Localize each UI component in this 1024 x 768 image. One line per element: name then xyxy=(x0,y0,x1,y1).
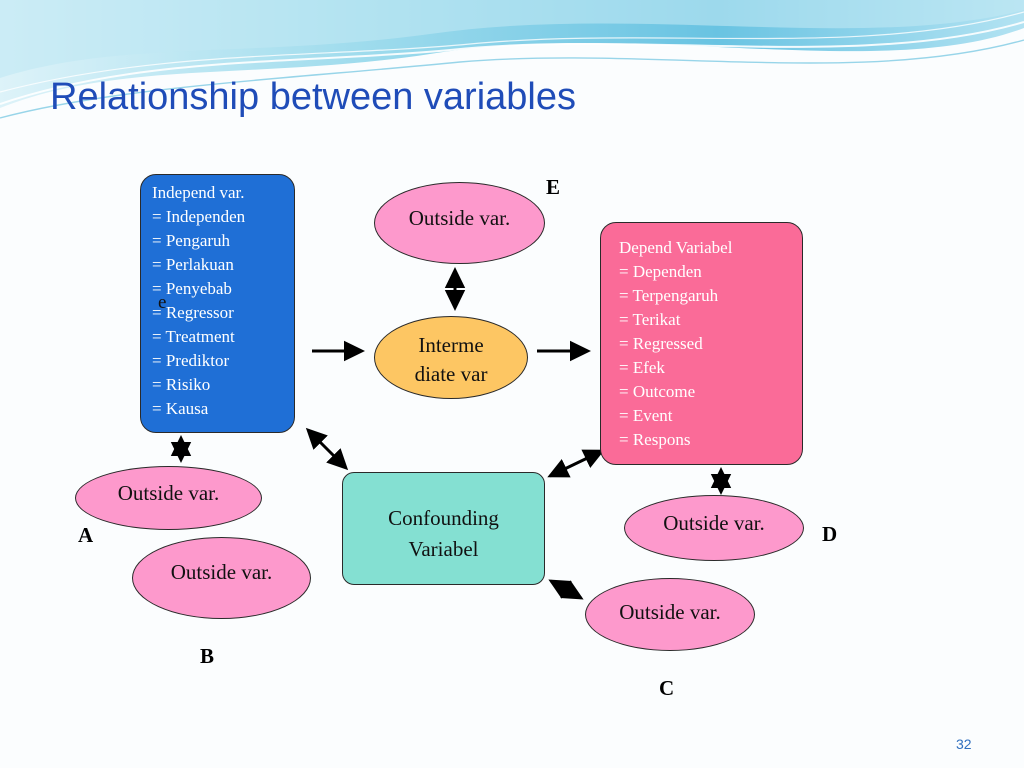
dependent-line: = Outcome xyxy=(619,382,696,401)
independent-line: = Prediktor xyxy=(152,351,230,370)
letter-label-d: D xyxy=(822,522,838,546)
arrow-confounding-outside-c xyxy=(548,579,584,600)
dependent-line: = Event xyxy=(619,406,673,425)
outside-variable-label: Outside var. xyxy=(619,600,721,624)
independent-line: = Penyebab xyxy=(152,279,232,298)
independent-line: = Independen xyxy=(152,207,246,226)
outside-variable-label: Outside var. xyxy=(117,481,220,505)
intermediate-label-line1: Interme xyxy=(418,332,484,357)
dependent-variable-box: Depend Variabel = Dependen = Terpengaruh… xyxy=(600,222,803,465)
dependent-line: = Terpengaruh xyxy=(619,286,719,305)
dependent-line: = Efek xyxy=(619,358,665,377)
stray-character: e xyxy=(158,292,167,313)
independent-line: = Treatment xyxy=(152,327,235,346)
confounding-label-line2: Variabel xyxy=(408,537,479,561)
dependent-line: Depend Variabel xyxy=(619,238,733,257)
outside-variable-label: Outside var. xyxy=(170,560,273,584)
confounding-label-line1: Confounding xyxy=(388,506,499,530)
outside-variable-label: Outside var. xyxy=(408,206,511,230)
outside-variable-b: Outside var. xyxy=(132,537,311,619)
dependent-line: = Regressed xyxy=(619,334,703,353)
dependent-line: = Dependen xyxy=(619,262,702,281)
outside-variable-label: Outside var. xyxy=(663,511,765,535)
letter-label-c: C xyxy=(659,676,675,700)
letter-label-a: A xyxy=(78,523,94,547)
independent-variable-box: Independ var. = Independen = Pengaruh = … xyxy=(140,174,295,433)
independent-line: = Kausa xyxy=(152,399,209,418)
dependent-line: = Respons xyxy=(619,430,691,449)
independent-line: = Risiko xyxy=(152,375,211,394)
arrow-confounding-dependent xyxy=(547,449,605,478)
outside-variable-e: Outside var. xyxy=(374,182,545,264)
header-wave-decoration xyxy=(0,0,1024,119)
intermediate-variable-node: Interme diate var xyxy=(374,316,528,399)
independent-line: Independ var. xyxy=(152,183,245,202)
outside-variable-a: Outside var. xyxy=(75,466,262,530)
letter-label-b: B xyxy=(200,644,215,668)
slide-title: Relationship between variables xyxy=(50,76,576,118)
intermediate-label-line2: diate var xyxy=(414,361,488,386)
independent-synonym-list: Independ var. = Independen = Pengaruh = … xyxy=(152,181,294,421)
page-number: 32 xyxy=(956,736,972,752)
independent-line: = Pengaruh xyxy=(152,231,231,250)
confounding-variable-box: Confounding Variabel xyxy=(342,472,545,585)
outside-variable-d: Outside var. xyxy=(624,495,804,561)
letter-label-e: E xyxy=(546,175,561,199)
outside-variable-c: Outside var. xyxy=(585,578,755,651)
independent-line: = Regressor xyxy=(152,303,234,322)
dependent-synonym-list: Depend Variabel = Dependen = Terpengaruh… xyxy=(619,236,802,452)
dependent-line: = Terikat xyxy=(619,310,681,329)
independent-line: = Perlakuan xyxy=(152,255,234,274)
arrow-independent-confounding xyxy=(305,427,349,471)
